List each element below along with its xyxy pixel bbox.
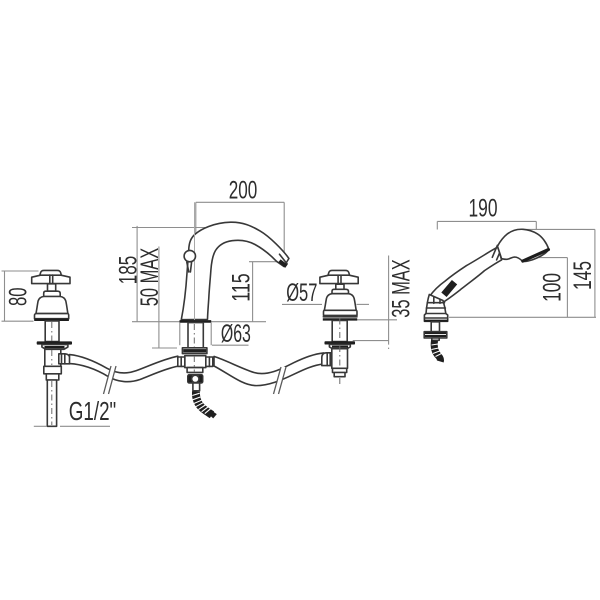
svg-text:115: 115 (227, 273, 255, 302)
svg-text:100: 100 (538, 273, 566, 302)
svg-text:50 MAX: 50 MAX (136, 248, 164, 307)
svg-text:185: 185 (115, 256, 143, 285)
svg-text:80: 80 (4, 287, 32, 306)
svg-text:145: 145 (569, 261, 597, 290)
svg-text:190: 190 (469, 194, 498, 222)
svg-text:Ø63: Ø63 (221, 320, 251, 348)
svg-text:35 MAX: 35 MAX (388, 259, 416, 318)
svg-text:G1/2": G1/2" (69, 398, 117, 426)
svg-text:Ø57: Ø57 (286, 279, 317, 307)
svg-text:200: 200 (229, 176, 258, 204)
